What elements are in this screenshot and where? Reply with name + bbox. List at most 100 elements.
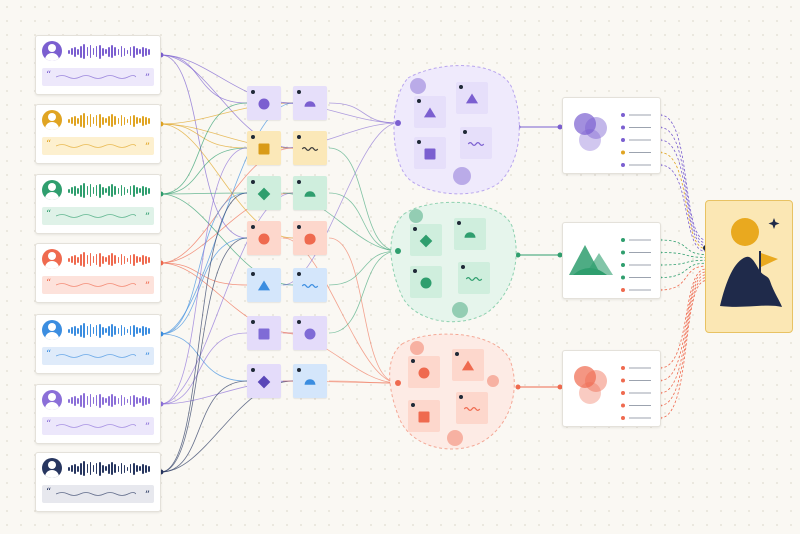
summit-flag-icon xyxy=(720,218,782,307)
waveform-bar xyxy=(126,118,129,123)
diamond-icon xyxy=(257,187,271,201)
waveform-bar xyxy=(92,256,95,263)
square-icon xyxy=(258,328,270,340)
waveform-bar xyxy=(83,113,86,128)
waveform-bar xyxy=(139,49,141,54)
waveform-bar xyxy=(108,185,110,196)
diamond-icon xyxy=(257,375,271,389)
connector-dot xyxy=(395,248,401,254)
waveform-bar xyxy=(148,187,151,194)
connector-line xyxy=(160,54,248,104)
bullet-dot xyxy=(621,263,625,267)
sticky-note xyxy=(460,127,492,159)
squiggle-line xyxy=(56,283,136,287)
pin-dot xyxy=(413,227,417,231)
square-icon xyxy=(258,328,270,340)
pin-dot xyxy=(411,359,415,363)
waveform-bar xyxy=(80,253,82,266)
cluster-blob xyxy=(390,201,517,323)
squiggle-icon xyxy=(301,147,319,151)
waveform-bar xyxy=(71,48,73,55)
half-circle-icon xyxy=(304,101,316,107)
insight-card xyxy=(562,97,661,174)
waveform-bar xyxy=(120,463,123,474)
circle-icon xyxy=(420,277,432,289)
waveform-bar xyxy=(123,396,126,405)
waveform-bar xyxy=(92,48,95,55)
connector-line xyxy=(160,123,248,149)
decorative-dot xyxy=(409,209,423,223)
flag-icon xyxy=(761,253,778,267)
waveform-bar xyxy=(95,395,98,406)
connector-line xyxy=(160,333,248,382)
waveform-bar xyxy=(92,397,95,404)
waveform-bar xyxy=(145,186,147,195)
waveform-bar xyxy=(136,397,138,404)
bullet-dot xyxy=(621,391,625,395)
waveform-bar xyxy=(136,256,138,263)
waveform-bar xyxy=(80,324,82,337)
waveform-bar xyxy=(114,255,116,264)
waveform-bar xyxy=(139,398,141,403)
waveform-bar xyxy=(102,464,104,473)
waveform-bar xyxy=(83,252,86,267)
waveform-bar xyxy=(74,463,76,474)
final-insight-card xyxy=(705,200,793,333)
pin-dot xyxy=(251,272,255,276)
sticky-note xyxy=(458,262,490,294)
bullet-dot xyxy=(621,238,625,242)
audio-waveform-icon xyxy=(68,323,151,338)
circle-icon xyxy=(258,233,270,245)
pin-dot xyxy=(455,352,459,356)
waveform-bar xyxy=(117,465,120,472)
squiggle-line xyxy=(56,354,136,358)
audio-waveform-icon xyxy=(68,113,151,128)
avatar-body xyxy=(45,261,59,269)
waveform-bar xyxy=(108,115,110,126)
pin-dot xyxy=(251,320,255,324)
person-icon xyxy=(42,110,62,130)
squiggle-icon xyxy=(465,277,483,281)
blob-icon xyxy=(304,233,316,245)
squiggle-line xyxy=(56,75,136,79)
waveform-bar xyxy=(98,183,101,198)
venn-circle xyxy=(579,382,601,404)
bullet-dot xyxy=(621,163,625,167)
waveform-bar xyxy=(139,466,141,471)
insight-card xyxy=(562,350,661,427)
avatar-body xyxy=(45,192,59,200)
waveform-bar xyxy=(114,396,116,405)
connector-line xyxy=(659,277,707,406)
waveform-bar xyxy=(98,393,101,408)
waveform-bar xyxy=(148,256,151,263)
quote-box: “” xyxy=(42,276,154,294)
waveform-bar xyxy=(132,253,135,266)
waveform-bar xyxy=(98,44,101,59)
connector-line xyxy=(659,262,707,278)
avatar-head xyxy=(48,252,56,260)
connector-line xyxy=(160,237,248,335)
pin-dot xyxy=(251,225,255,229)
pin-dot xyxy=(251,180,255,184)
sticky-note xyxy=(293,364,327,398)
quote-box: “” xyxy=(42,137,154,155)
waveform-bar xyxy=(71,117,73,124)
blob-icon xyxy=(304,233,316,245)
person-icon xyxy=(42,320,62,340)
waveform-bar xyxy=(129,116,132,125)
waveform-bar xyxy=(77,397,79,404)
sticky-note xyxy=(293,268,327,302)
pin-dot xyxy=(417,99,421,103)
waveform-bar xyxy=(89,253,92,266)
waveform-bar xyxy=(126,398,129,403)
waveform-bar xyxy=(83,393,86,408)
waveform-bar xyxy=(117,327,120,334)
sticky-note xyxy=(293,176,327,210)
waveform-bar xyxy=(132,114,135,127)
waveform-bar xyxy=(92,117,95,124)
square-icon xyxy=(424,148,436,160)
audio-waveform-icon xyxy=(68,252,151,267)
squiggle-icon xyxy=(301,147,319,151)
avatar-head xyxy=(48,44,56,52)
pin-dot xyxy=(411,403,415,407)
